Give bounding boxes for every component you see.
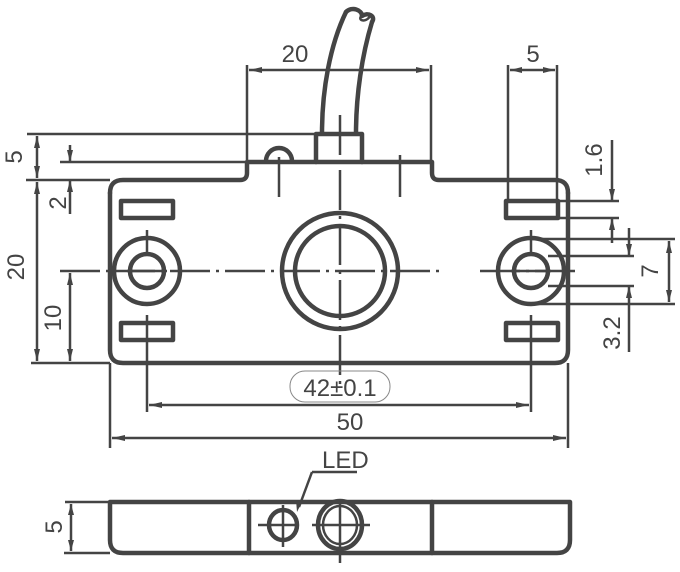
side-view: LED 5	[41, 447, 573, 563]
svg-text:5: 5	[41, 520, 68, 533]
svg-text:10: 10	[40, 305, 67, 332]
svg-text:50: 50	[337, 409, 364, 436]
dim-slot-width: 5	[506, 41, 559, 200]
dim-right: 1.6 7 3.2	[531, 140, 675, 352]
led-indicator	[258, 505, 300, 547]
svg-text:1.6: 1.6	[581, 143, 608, 176]
led-label: LED	[322, 447, 369, 474]
dim-cable-mount-width: 20	[245, 41, 433, 160]
dim-side-thickness: 5	[41, 500, 110, 555]
svg-text:2: 2	[45, 196, 72, 209]
slot-top-left	[118, 198, 176, 221]
svg-text:7: 7	[637, 264, 664, 277]
svg-text:5: 5	[1, 150, 28, 163]
led-bump	[263, 145, 295, 164]
slot-top-right	[503, 198, 561, 221]
top-view: 20 5 5 2	[1, 6, 675, 448]
svg-text:20: 20	[282, 41, 309, 68]
side-sensing-face	[312, 498, 370, 563]
dim-left: 5 2 20 10	[1, 132, 316, 365]
svg-text:20: 20	[3, 254, 30, 281]
dim-bottom: 42±0.1 50	[108, 363, 570, 448]
svg-text:5: 5	[526, 41, 539, 68]
led-leader: LED	[296, 447, 369, 512]
hole-spacing-label: 42±0.1	[303, 375, 376, 402]
cable-icon	[313, 6, 376, 165]
svg-text:3.2: 3.2	[599, 316, 626, 349]
